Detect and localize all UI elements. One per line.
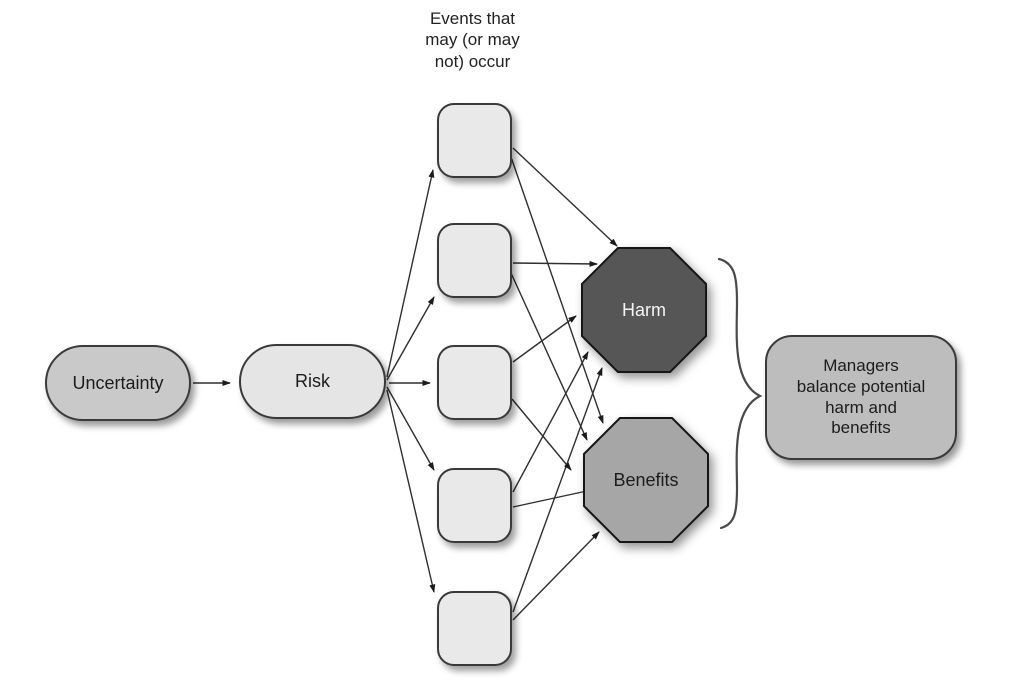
arrow-event-4-to-harm	[512, 351, 589, 493]
risk-node: Risk	[239, 344, 386, 419]
managers-label: Managers balance potential harm and bene…	[796, 356, 926, 438]
managers-node: Managers balance potential harm and bene…	[765, 335, 957, 460]
arrow-event-2-to-benefits	[510, 272, 588, 441]
events-label: Events that may (or may not) occur	[425, 9, 520, 71]
benefits-label: Benefits	[613, 469, 679, 490]
arrow-event-3-to-harm	[512, 315, 577, 363]
arrow-event-5-to-benefits	[512, 531, 600, 621]
arrow-event-3-to-benefits	[511, 398, 572, 471]
arrow-event-5-to-harm	[512, 367, 603, 613]
arrow-risk-to-event-2	[386, 296, 435, 381]
benefits-node: Benefits	[583, 417, 709, 543]
event-box-4	[437, 468, 512, 543]
arrow-risk-to-event-4	[386, 386, 435, 471]
benefits-octagon: Benefits	[585, 419, 707, 541]
arrow-event-1-to-harm	[512, 147, 618, 247]
event-box-1	[437, 103, 512, 178]
event-box-3	[437, 345, 512, 420]
uncertainty-label: Uncertainty	[72, 372, 164, 393]
arrow-event-1-to-benefits	[510, 156, 604, 424]
arrow-risk-to-event-1	[386, 169, 435, 378]
arrow-risk-to-event-5	[386, 389, 436, 593]
harm-label: Harm	[622, 299, 666, 320]
uncertainty-node: Uncertainty	[45, 345, 191, 421]
event-box-2	[437, 223, 512, 298]
harm-node: Harm	[581, 247, 707, 373]
risk-label: Risk	[295, 371, 330, 391]
curly-brace	[717, 257, 763, 530]
harm-octagon: Harm	[583, 249, 705, 371]
arrow-event-4-to-benefits	[512, 487, 597, 508]
event-box-5	[437, 591, 512, 666]
arrow-event-2-to-harm	[512, 260, 598, 267]
